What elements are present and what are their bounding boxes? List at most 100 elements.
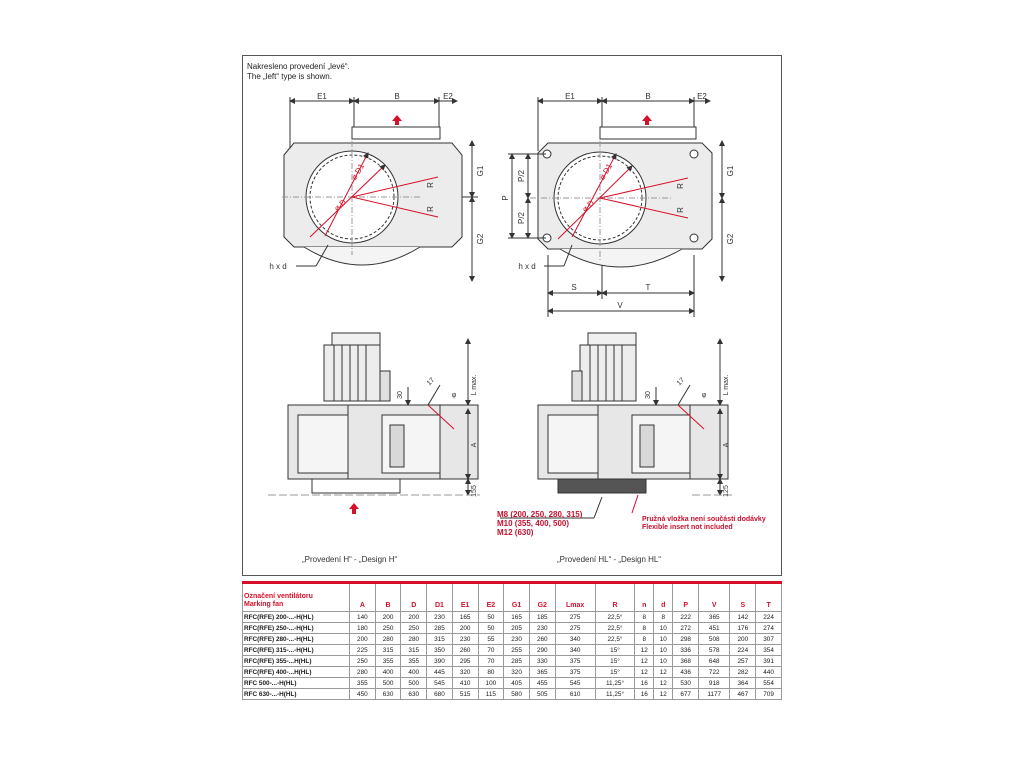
table-cell: 648 <box>697 655 731 667</box>
table-cell: 250 <box>400 622 428 634</box>
table-cell: 274 <box>755 622 782 634</box>
dim-p2-label-bottom: P/2 <box>517 211 526 224</box>
table-cell: 364 <box>729 677 757 689</box>
note-cz: Nakresleno provedení „levé“. <box>247 62 350 71</box>
dim-g2-label-r: G2 <box>726 233 735 244</box>
table-cell: 230 <box>451 633 479 645</box>
table-cell: 260 <box>528 633 556 645</box>
dim-b-label-r: B <box>645 92 650 101</box>
dim-155-label: 155 <box>471 485 478 497</box>
table-cell: 630 <box>374 688 402 700</box>
dim-r2-label-r: R <box>676 207 685 213</box>
dim-30-label-r: 30 <box>645 391 652 399</box>
dim-g2-label: G2 <box>476 233 485 244</box>
table-cell: 315 <box>400 644 428 656</box>
top-view-left <box>282 97 478 282</box>
inlet-arrow-icon <box>349 503 359 514</box>
hxd-label: h x d <box>269 262 286 271</box>
side-view-hl-labels: L max. A 125 30 17 φ <box>645 375 730 497</box>
table-cell: 16 <box>634 677 655 689</box>
table-cell: 275 <box>554 622 596 634</box>
table-cell: 11,25° <box>594 688 636 700</box>
dim-v-label: V <box>617 301 623 310</box>
table-cell: 200 <box>400 611 428 623</box>
table-cell: 200 <box>451 622 479 634</box>
dim-phi-label-r: φ <box>702 392 707 399</box>
bolt-size-m8: M8 (200, 250, 280, 315) <box>497 510 583 519</box>
top-view-right <box>508 97 725 317</box>
table-cell: 355 <box>400 655 428 667</box>
table-cell: 355 <box>349 677 376 689</box>
table-cell: 180 <box>349 622 376 634</box>
col-header-a: A <box>349 582 376 612</box>
table-cell: 255 <box>503 644 530 656</box>
table-cell: 315 <box>374 644 402 656</box>
header-marking-cz: Označení ventilátoru <box>244 593 313 600</box>
table-cell: 11,25° <box>594 677 636 689</box>
table-cell: 12 <box>634 666 655 678</box>
table-cell: 350 <box>426 644 453 656</box>
table-cell: 142 <box>729 611 757 623</box>
table-cell: 10 <box>653 633 674 645</box>
dim-lmax-label: L max. <box>471 375 478 396</box>
dim-r2-label: R <box>426 206 435 212</box>
dim-125-label: 125 <box>723 485 730 497</box>
table-cell: 508 <box>697 633 731 645</box>
table-cell: 500 <box>374 677 402 689</box>
dim-30-label: 30 <box>397 391 404 399</box>
table-cell: 115 <box>477 688 505 700</box>
table-cell: 250 <box>349 655 376 667</box>
table-cell: 330 <box>528 655 556 667</box>
table-cell: 140 <box>349 611 376 623</box>
table-cell: 8 <box>634 633 655 645</box>
dim-b-label: B <box>394 92 399 101</box>
table-cell: 10 <box>653 644 674 656</box>
dim-t-label: T <box>646 283 651 292</box>
table-cell: 677 <box>672 688 699 700</box>
table-cell: 12 <box>634 655 655 667</box>
table-cell: 630 <box>400 688 428 700</box>
table-cell: 722 <box>697 666 731 678</box>
table-cell: 80 <box>477 666 505 678</box>
table-cell: 505 <box>528 688 556 700</box>
table-cell: 10 <box>653 622 674 634</box>
table-cell: 275 <box>554 611 596 623</box>
col-header-e2: E2 <box>477 582 505 612</box>
dim-g1-label: G1 <box>476 165 485 176</box>
col-header-e1: E1 <box>451 582 479 612</box>
dim-r1-label: R <box>426 182 435 188</box>
table-cell: 554 <box>755 677 782 689</box>
table-cell: 280 <box>400 633 428 645</box>
table-cell: 515 <box>451 688 479 700</box>
fan-model-cell: RFC(RFE) 280-...-H(HL) <box>242 633 350 645</box>
col-header-r: R <box>594 582 636 612</box>
table-cell: 22,5° <box>594 622 636 634</box>
table-cell: 15° <box>594 644 636 656</box>
table-cell: 224 <box>729 644 757 656</box>
table-cell: 336 <box>672 644 699 656</box>
airflow-arrow-up-icon-r <box>642 115 652 125</box>
table-cell: 55 <box>477 633 505 645</box>
dim-p-label: P <box>501 195 510 200</box>
table-cell: 200 <box>374 611 402 623</box>
table-cell: 307 <box>755 633 782 645</box>
bolt-sizes: M8 (200, 250, 280, 315) M10 (355, 400, 5… <box>497 510 582 537</box>
table-cell: 340 <box>554 644 596 656</box>
table-cell: 410 <box>451 677 479 689</box>
table-cell: 340 <box>554 633 596 645</box>
table-cell: 272 <box>672 622 699 634</box>
airflow-arrow-up-icon <box>392 115 402 125</box>
table-cell: 436 <box>672 666 699 678</box>
table-cell: 375 <box>554 655 596 667</box>
table-cell: 285 <box>503 655 530 667</box>
col-header-v: V <box>697 582 731 612</box>
col-header-g2: G2 <box>528 582 556 612</box>
table-cell: 282 <box>729 666 757 678</box>
col-header-marking: Označení ventilátoru Marking fan <box>242 582 350 612</box>
col-header-d-small: d <box>653 582 674 612</box>
table-cell: 280 <box>374 633 402 645</box>
